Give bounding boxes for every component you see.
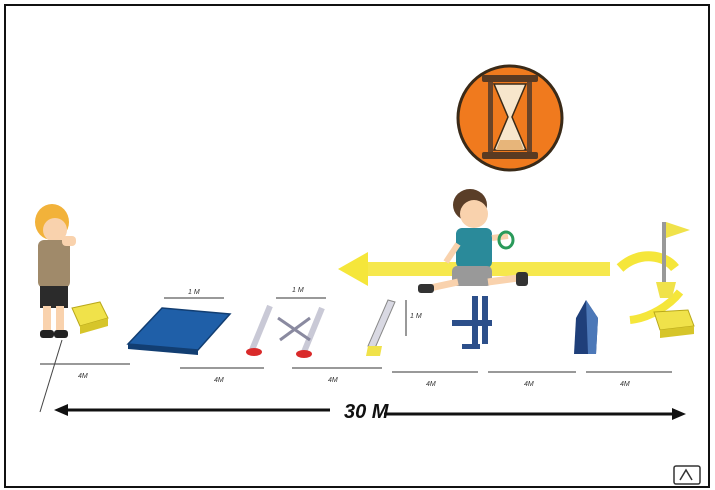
segment-label: 4M [524,381,534,388]
segment-label: 4M [620,381,630,388]
hurdle-obstacle [452,296,492,349]
running-child [418,189,528,293]
cone-obstacle [574,300,598,354]
hourglass-icon [482,75,538,159]
total-distance-arrow: 30 M [54,401,686,423]
segment-label: 4M [78,373,88,380]
timer-badge [458,66,562,170]
segment-label: 4M [426,381,436,388]
flag-icon [666,222,690,238]
total-distance-label: 30 M [344,401,390,423]
ramp-height-label: 1 M [410,313,422,320]
ladder-obstacle: 1 M [246,287,326,358]
finish-box [654,310,694,338]
ramp-obstacle: 1 M [366,300,422,356]
ladder-width-label: 1 M [292,287,304,294]
logo-icon [674,466,700,484]
segment-label: 4M [328,377,338,384]
blue-mat: 1 M [128,289,230,355]
start-box [72,302,108,334]
segment-label: 4M [214,377,224,384]
waiting-child [35,204,76,338]
mat-width-label: 1 M [188,289,200,296]
